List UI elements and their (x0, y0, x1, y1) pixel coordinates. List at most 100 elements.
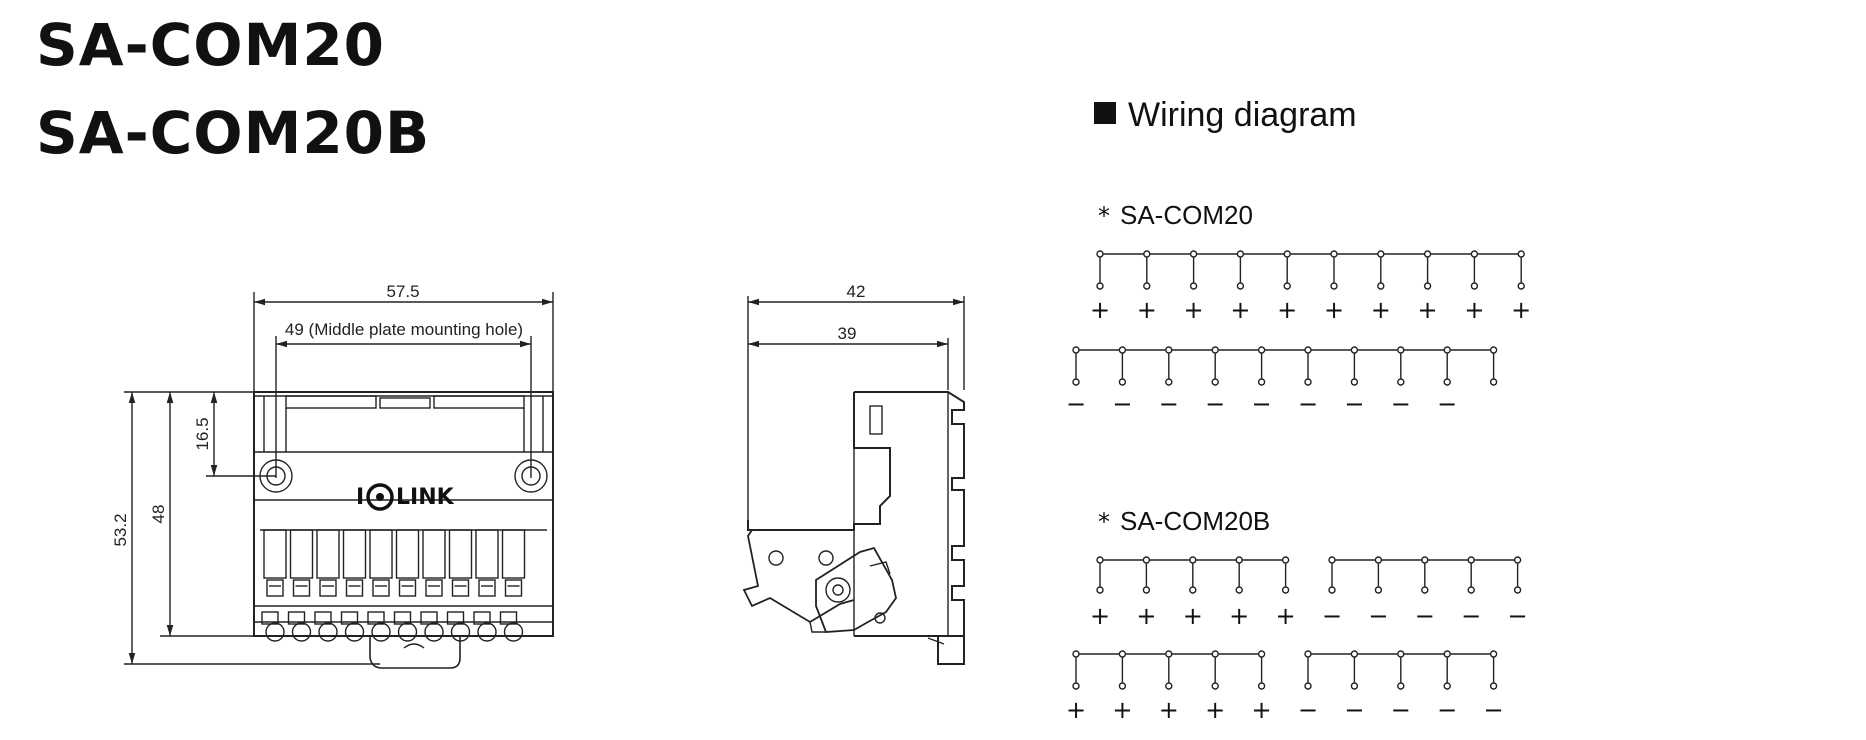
polarity-label: + (1136, 602, 1156, 630)
terminal-point (1142, 586, 1151, 594)
terminal-point (1443, 378, 1451, 386)
bus-node (1118, 650, 1127, 658)
polarity-label: + (1183, 602, 1203, 630)
front-view (124, 292, 554, 669)
terminal-slot (342, 529, 367, 579)
height-dimension-label: 48 (149, 505, 168, 524)
polarity-label: − (1159, 390, 1179, 418)
polarity-label: + (1464, 296, 1484, 324)
bus-node (1257, 346, 1266, 354)
depth-dimension-label: 42 (847, 282, 866, 301)
polarity-label: − (1322, 602, 1342, 630)
terminal-point (1211, 682, 1219, 690)
polarity-label: − (1252, 390, 1272, 418)
terminal-point (1513, 586, 1522, 594)
terminal-wire-entry (477, 622, 497, 642)
bus-node (1330, 250, 1338, 258)
polarity-label: − (1484, 696, 1504, 724)
bus-node (1397, 650, 1405, 658)
polarity-label: + (1277, 296, 1297, 324)
terminal-point (1281, 586, 1290, 594)
terminal-screw-upper (266, 579, 284, 597)
bus-node (1211, 650, 1219, 658)
mounting-hole-left (259, 459, 293, 493)
polarity-label: − (1066, 390, 1086, 418)
bus-node (1467, 556, 1475, 564)
bus-node (1443, 346, 1451, 354)
bus-node (1211, 346, 1219, 354)
polarity-label: + (1090, 296, 1110, 324)
polarity-label: + (1066, 696, 1086, 724)
polarity-label: − (1368, 602, 1388, 630)
terminal-point (1189, 586, 1197, 594)
polarity-label: − (1344, 390, 1364, 418)
terminal-slot (422, 529, 446, 579)
terminal-point (1350, 378, 1359, 386)
terminal-slot (369, 529, 393, 579)
polarity-label: − (1298, 390, 1318, 418)
bus-node (1096, 250, 1104, 258)
bus-node (1165, 650, 1173, 658)
terminal-slot (316, 529, 340, 579)
terminal-wire-entry (424, 622, 444, 642)
terminal-point (1350, 682, 1359, 690)
terminal-point (1397, 378, 1405, 386)
bus-node (1283, 250, 1291, 258)
terminal-point (1118, 682, 1127, 690)
bus-node (1189, 556, 1197, 564)
terminal-point (1257, 378, 1266, 386)
terminal-point (1467, 586, 1475, 594)
terminal-screw-upper (372, 579, 390, 597)
polarity-label: − (1391, 390, 1411, 418)
terminal-point (1072, 378, 1080, 386)
polarity-label: − (1391, 696, 1411, 724)
terminal-wire-entry (291, 622, 312, 642)
hole-height-dimension-label: 16.5 (193, 417, 212, 450)
terminal-wire-entry (265, 622, 285, 642)
terminal-point (1421, 586, 1429, 594)
polarity-label: − (1508, 602, 1528, 630)
terminal-point (1235, 586, 1243, 594)
terminal-point (1189, 282, 1198, 290)
bus-node (1304, 650, 1312, 658)
bus-node (1377, 250, 1385, 258)
variant-label-sa-com20: SA-COM20 (1120, 200, 1253, 230)
polarity-label: + (1252, 696, 1272, 724)
polarity-label: + (1137, 296, 1157, 324)
polarity-label: − (1415, 602, 1435, 630)
terminal-point (1118, 378, 1127, 386)
bus-node (1517, 250, 1525, 258)
polarity-label: + (1276, 602, 1296, 630)
terminal-point (1211, 378, 1219, 386)
bus-node (1489, 650, 1498, 658)
bus-node (1118, 346, 1127, 354)
bus-node (1096, 556, 1104, 564)
bus-node (1423, 250, 1432, 258)
svg-text:I: I (356, 485, 364, 510)
wiring-diagram-sa-com20b: +++++−−−−−+++++−−−−− (1066, 556, 1528, 724)
bus-node (1189, 250, 1198, 258)
terminal-slot (475, 529, 499, 579)
terminal-point (1283, 282, 1291, 290)
terminal-wire-entry (503, 622, 524, 642)
bus-node (1489, 346, 1498, 354)
terminal-point (1328, 586, 1336, 594)
asterisk-icon: * (1098, 202, 1110, 230)
model-title-sa-com20b: SA-COM20B (36, 99, 431, 167)
bus-node (1072, 650, 1080, 658)
terminal-point (1236, 282, 1245, 290)
terminal-screw-upper (292, 579, 311, 597)
model-title-sa-com20: SA-COM20 (36, 11, 386, 79)
polarity-label: + (1230, 296, 1250, 324)
bus-node (1350, 346, 1359, 354)
terminal-point (1330, 282, 1338, 290)
polarity-label: + (1371, 296, 1391, 324)
terminal-point (1165, 682, 1173, 690)
terminal-wire-entry (318, 622, 338, 642)
polarity-label: + (1159, 696, 1179, 724)
inner-dimension-label: 39 (838, 324, 857, 343)
bus-node (1165, 346, 1173, 354)
bus-node (1281, 556, 1290, 564)
polarity-label: + (1324, 296, 1344, 324)
polarity-label: − (1205, 390, 1225, 418)
